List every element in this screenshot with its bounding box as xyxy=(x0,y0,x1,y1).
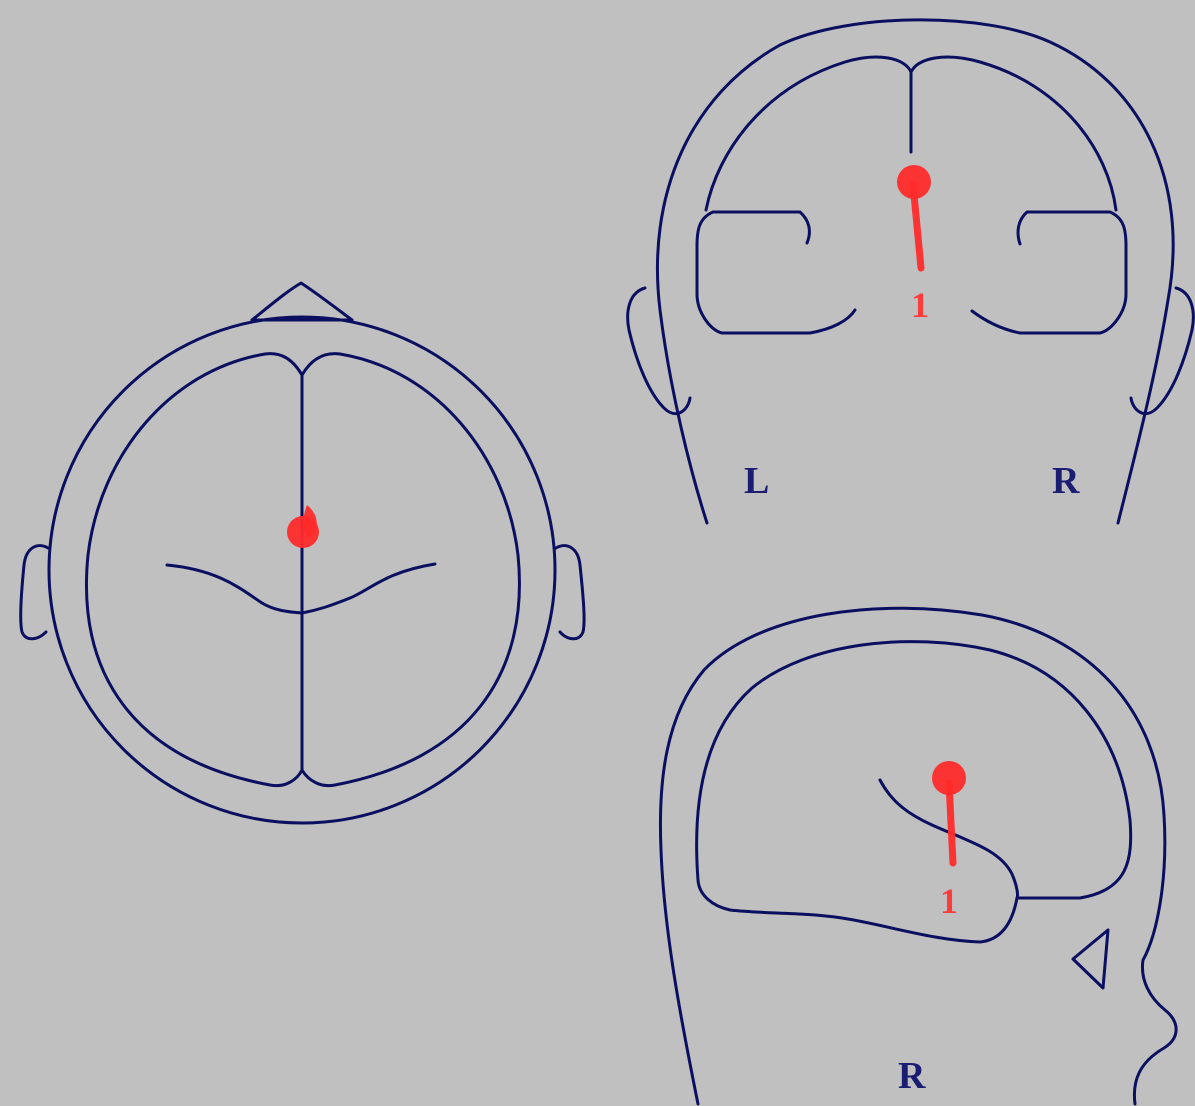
axial-nose-outline xyxy=(252,283,352,320)
coronal-left-label: L xyxy=(744,462,769,500)
sagittal-inner-brain xyxy=(697,642,1131,942)
coronal-left-temporal-lobe xyxy=(697,212,855,333)
coronal-dipole-number: 1 xyxy=(911,287,929,323)
sagittal-dipole-line xyxy=(949,783,953,863)
axial-right-ear xyxy=(556,546,584,639)
axial-central-sulcus-right xyxy=(302,564,435,613)
sagittal-nasion-marker xyxy=(1073,930,1108,988)
coronal-dipole-marker xyxy=(897,165,931,199)
axial-head-view xyxy=(21,283,584,823)
sagittal-dipole-marker xyxy=(932,761,966,795)
sagittal-outer-scalp xyxy=(660,608,1176,1104)
coronal-head-view xyxy=(628,20,1194,523)
coronal-right-ear xyxy=(1131,288,1193,414)
sagittal-bottom-label: R xyxy=(898,1057,925,1095)
coronal-right-label: R xyxy=(1052,462,1079,500)
sagittal-dipole-number: 1 xyxy=(940,883,958,919)
sagittal-head-view xyxy=(660,608,1176,1104)
coronal-right-temporal-lobe xyxy=(972,212,1126,333)
axial-left-ear xyxy=(21,546,48,639)
coronal-outer-scalp xyxy=(657,20,1173,523)
axial-central-sulcus-left xyxy=(167,565,302,613)
